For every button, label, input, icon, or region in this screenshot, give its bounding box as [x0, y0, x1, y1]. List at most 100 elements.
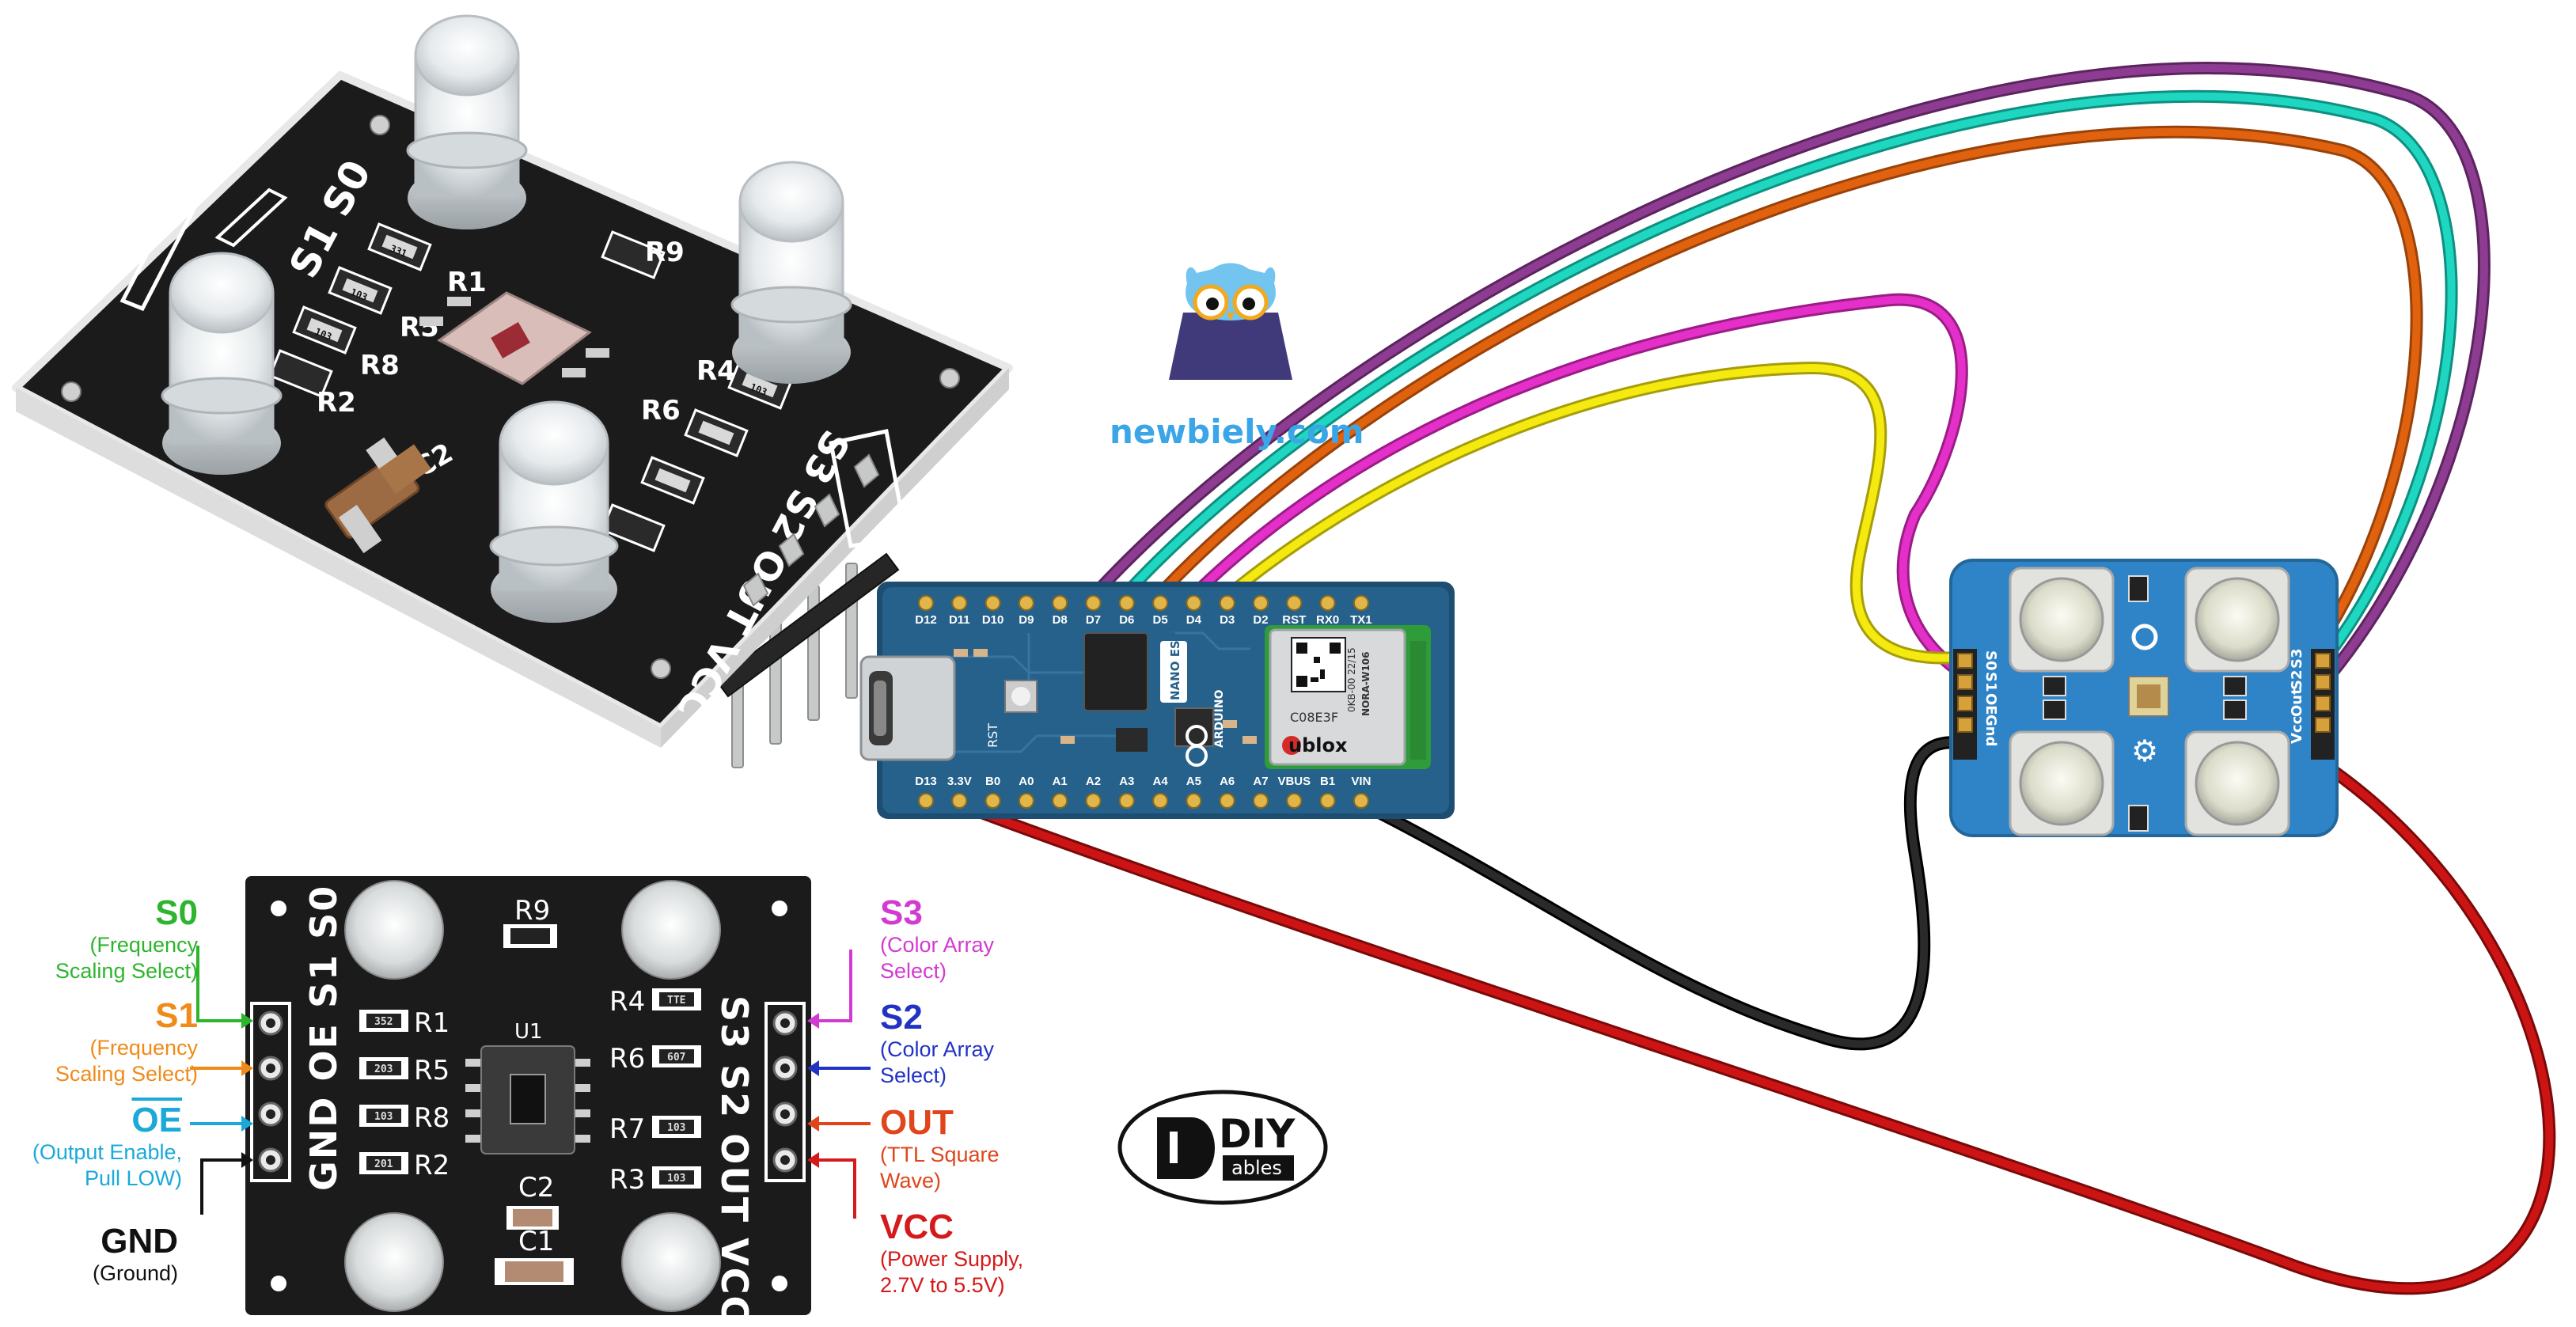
label-vcc-desc-1: (Power Supply,: [880, 1247, 1024, 1271]
small-left-header: [1953, 649, 1977, 760]
label-s0: S0 (Frequency Scaling Select): [16, 894, 198, 984]
ref-r2: R2: [317, 387, 356, 419]
label-oe-desc-1: (Output Enable,: [32, 1140, 182, 1164]
top-pin-pad-d9: [1018, 595, 1034, 611]
flat-ref-r6: R6: [609, 1043, 645, 1075]
rst-label: RST: [985, 723, 1000, 748]
bottom-pin-pad-d13: [918, 793, 934, 809]
label-gnd: GND (Ground): [16, 1223, 178, 1287]
flat-ref-c2: C2: [518, 1172, 554, 1204]
small-right-header: [2311, 649, 2335, 760]
bottom-pin-pad-b1: [1319, 793, 1336, 809]
label-s0-desc-2: Scaling Select): [55, 959, 198, 983]
top-pin-label-d6: D6: [1119, 613, 1134, 627]
label-out-desc-2: Wave): [880, 1169, 942, 1192]
top-pin-pad-d6: [1118, 595, 1135, 611]
label-s0-title: S0: [155, 893, 198, 932]
arduino-label: ARDUINO: [1213, 689, 1226, 748]
label-oe: OE (Output Enable, Pull LOW): [0, 1101, 182, 1192]
flat-ref-r4: R4: [609, 986, 645, 1018]
bottom-pin-label-a5: A5: [1186, 775, 1201, 788]
bottom-pin-label-a1: A1: [1053, 775, 1068, 788]
led-bottom: [489, 400, 619, 623]
flat-ref-r5: R5: [414, 1055, 450, 1086]
sensor-module-flat: GND OE S1 S0 S3 S2 OUT VCC 352 203 103 2…: [245, 876, 811, 1324]
top-pin-label-rst: RST: [1282, 613, 1306, 627]
label-s2: S2 (Color Array Select): [880, 999, 1086, 1089]
bottom-pin-label-a2: A2: [1086, 775, 1101, 788]
bottom-pin-label-a0: A0: [1019, 775, 1034, 788]
bottom-pin-label-33v: 3.3V: [947, 775, 972, 788]
flat-code-r6: 607: [667, 1052, 685, 1063]
top-pin-label-d8: D8: [1053, 613, 1068, 627]
label-s0-desc-1: (Frequency: [89, 933, 198, 957]
bottom-pin-pad-33v: [951, 793, 968, 809]
flat-ref-r2: R2: [414, 1150, 450, 1181]
label-s2-desc-2: Select): [880, 1063, 947, 1087]
flat-silk-right: S3 S2 OUT VCC: [713, 995, 756, 1324]
label-oe-desc-2: Pull LOW): [84, 1166, 182, 1190]
label-s1-desc-1: (Frequency: [89, 1036, 198, 1060]
bottom-pin-pad-a6: [1219, 793, 1235, 809]
flat-u1-chip: [465, 1045, 590, 1154]
ref-r1: R1: [447, 267, 487, 298]
top-pin-label-d2: D2: [1253, 613, 1268, 627]
bottom-pin-pad-vin: [1352, 793, 1369, 809]
label-gnd-desc-1: (Ground): [92, 1261, 178, 1285]
top-pin-label-d5: D5: [1153, 613, 1168, 627]
top-pin-pad-tx1: [1352, 595, 1369, 611]
bottom-pin-label-a6: A6: [1220, 775, 1235, 788]
bottom-pin-pad-a2: [1085, 793, 1102, 809]
chip-model: NORA-W106: [1360, 652, 1371, 717]
top-pin-pad-d5: [1152, 595, 1169, 611]
bottom-pin-pad-a7: [1253, 793, 1269, 809]
color-sensor-chip: [419, 291, 609, 385]
label-s3-desc-1: (Color Array: [880, 933, 995, 957]
led-left: [161, 252, 283, 475]
label-s3: S3 (Color Array Select): [880, 894, 1086, 984]
bottom-pin-pad-a5: [1186, 793, 1202, 809]
small-pin-vcc: Vcc: [2289, 716, 2305, 744]
small-pin-gnd: Gnd: [1982, 715, 1999, 746]
chip-code: C08E3F: [1290, 710, 1338, 725]
label-s3-title: S3: [880, 893, 923, 932]
label-s2-desc-1: (Color Array: [880, 1037, 995, 1061]
bottom-pin-pad-b0: [984, 793, 1001, 809]
flat-ref-r9: R9: [514, 895, 550, 927]
label-oe-title: OE: [131, 1101, 182, 1139]
top-pin-pad-d8: [1052, 595, 1068, 611]
sensor-module-photo: S1 S0 S3 S2 OUT VCC 331 103: [12, 14, 1013, 768]
small-pin-s2: S2: [2289, 670, 2305, 691]
top-pin-pad-d2: [1253, 595, 1269, 611]
top-pin-pad-d12: [918, 595, 934, 611]
bottom-pin-pad-a0: [1018, 793, 1034, 809]
small-leds: [2009, 567, 2290, 836]
ref-r4: R4: [696, 355, 736, 387]
label-out-title: OUT: [880, 1103, 954, 1142]
diyables-sub: ables: [1231, 1157, 1282, 1179]
flat-resistors: 352 203 103 201 TTE 607 103 103: [359, 988, 701, 1189]
label-vcc-title: VCC: [880, 1208, 954, 1246]
label-gnd-title: GND: [101, 1222, 178, 1261]
usb-c-connector: [859, 655, 956, 761]
label-arrows: [190, 946, 871, 1219]
ref-r9: R9: [645, 237, 685, 268]
flat-ref-r7: R7: [609, 1113, 645, 1145]
flat-ref-c1: C1: [518, 1226, 554, 1257]
wires: [950, 62, 2556, 1295]
bottom-pin-pad-a1: [1052, 793, 1068, 809]
label-out: OUT (TTL Square Wave): [880, 1104, 1086, 1194]
flat-right-header: [764, 1002, 806, 1182]
diyables-text: DIY: [1219, 1111, 1296, 1157]
top-pin-label-tx1: TX1: [1350, 613, 1372, 627]
led-top: [406, 14, 528, 229]
small-pin-s1: S1: [1982, 672, 1999, 692]
diyables-logo: DIY ables: [1117, 1090, 1328, 1205]
small-pin-s3: S3: [2289, 649, 2305, 669]
small-pin-out: Out: [2289, 688, 2305, 717]
bottom-pin-label-b1: B1: [1320, 775, 1335, 788]
top-pin-pad-d11: [951, 595, 968, 611]
